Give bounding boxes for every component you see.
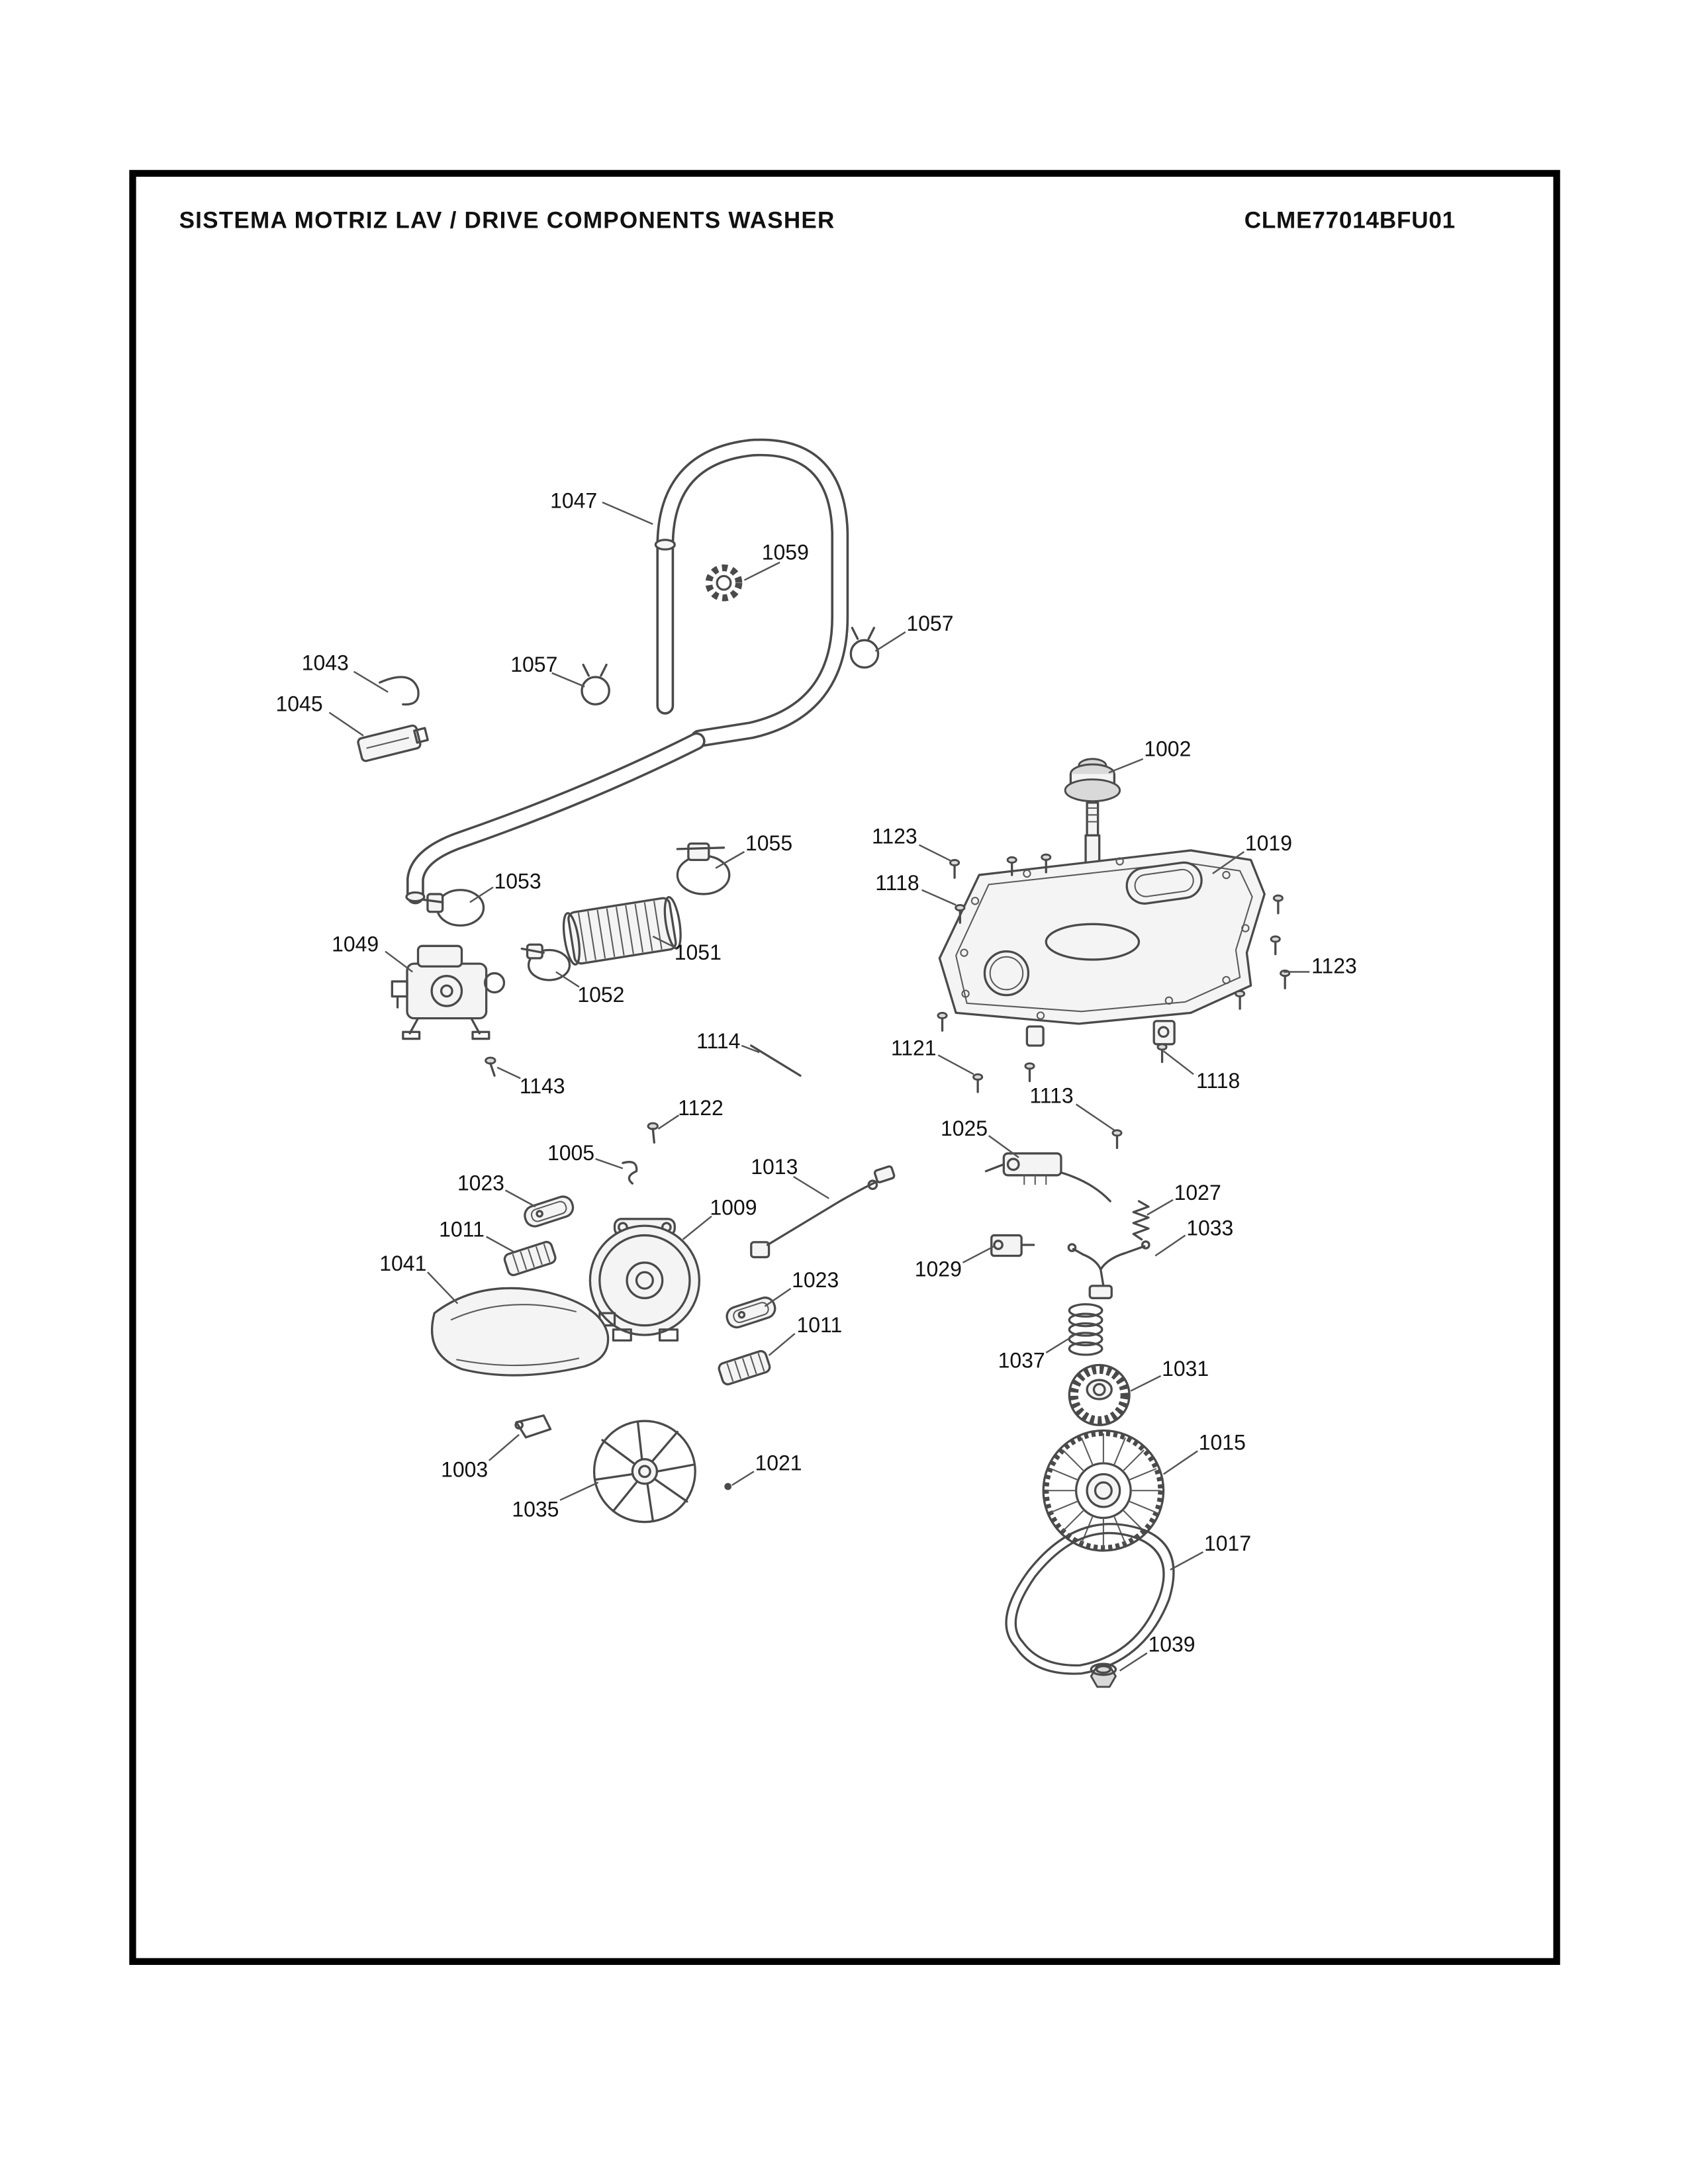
leader-lines xyxy=(328,501,1310,1672)
callout-1053: 1053 xyxy=(494,870,541,893)
inlet-block-drawing xyxy=(357,724,429,762)
page-title: SISTEMA MOTRIZ LAV / DRIVE COMPONENTS WA… xyxy=(179,207,835,233)
callout-1118-left: 1118 xyxy=(875,871,919,895)
counterweight-drawing xyxy=(431,1287,610,1377)
callout-1017: 1017 xyxy=(1204,1531,1251,1555)
drive-pulley-drawing xyxy=(1042,1429,1165,1552)
callout-1055: 1055 xyxy=(745,831,792,855)
callout-1019: 1019 xyxy=(1245,831,1292,855)
shift-fork-drawing xyxy=(1067,1240,1150,1300)
mounting-screws-drawing xyxy=(937,853,1291,1150)
transmission-plate-drawing xyxy=(938,801,1266,1047)
actuator-drawing xyxy=(990,1234,1035,1257)
callout-1023-center: 1023 xyxy=(792,1268,839,1292)
damper-1011-center-drawing xyxy=(718,1349,771,1386)
callout-1039: 1039 xyxy=(1148,1633,1195,1657)
hook-clip-drawing xyxy=(379,676,420,705)
callout-1049: 1049 xyxy=(332,933,379,956)
callout-1043: 1043 xyxy=(302,651,349,675)
corrugated-hose-drawing xyxy=(562,895,682,966)
callout-1013: 1013 xyxy=(751,1155,798,1179)
shifter-assembly-drawing xyxy=(984,1152,1111,1203)
coil-spring-drawing xyxy=(1068,1303,1103,1356)
callout-1023-left: 1023 xyxy=(457,1171,504,1195)
screw-1021-drawing xyxy=(724,1482,732,1490)
callout-labels: 1047 1059 1057 1057 1043 1045 1053 1055 … xyxy=(276,488,1357,1656)
fan-drawing xyxy=(592,1420,696,1524)
clip-1003-drawing xyxy=(514,1414,552,1439)
callout-1113: 1113 xyxy=(1029,1084,1073,1108)
callout-1009: 1009 xyxy=(710,1196,757,1220)
drive-motor-drawing xyxy=(588,1218,701,1342)
callout-1122: 1122 xyxy=(678,1096,724,1120)
bearing-cap-drawing xyxy=(1064,758,1121,803)
callout-1057-right: 1057 xyxy=(906,612,953,635)
wire-harness-drawing xyxy=(750,1165,896,1259)
callout-1037: 1037 xyxy=(998,1349,1045,1373)
callout-1123-left: 1123 xyxy=(872,825,917,848)
callout-1021: 1021 xyxy=(755,1451,802,1475)
callout-1029: 1029 xyxy=(915,1257,962,1281)
page-border xyxy=(129,169,1560,1965)
pad-1023-center-drawing xyxy=(726,1297,776,1329)
callout-1035: 1035 xyxy=(512,1497,559,1521)
drain-hose-drawing xyxy=(405,438,849,905)
callout-1143: 1143 xyxy=(520,1074,565,1098)
clamp-1052-drawing xyxy=(520,943,571,981)
pad-1023-left-drawing xyxy=(524,1195,575,1228)
callout-1015: 1015 xyxy=(1199,1430,1246,1454)
callout-1121: 1121 xyxy=(891,1036,937,1060)
callout-1027: 1027 xyxy=(1174,1181,1221,1205)
rod-1114-drawing xyxy=(750,1044,802,1077)
callout-1114: 1114 xyxy=(696,1029,740,1053)
screw-1143-drawing xyxy=(485,1056,496,1077)
damper-1011-left-drawing xyxy=(503,1240,557,1277)
drain-pump-drawing xyxy=(391,944,506,1040)
callout-1059: 1059 xyxy=(762,541,809,565)
callout-1011-center: 1011 xyxy=(797,1313,843,1337)
callout-1047: 1047 xyxy=(550,488,597,512)
spring-clamp-right-drawing xyxy=(849,627,880,669)
clutch-gear-drawing xyxy=(1068,1363,1131,1426)
callout-1031: 1031 xyxy=(1162,1357,1209,1381)
screw-1122-drawing xyxy=(647,1122,659,1144)
callout-1052: 1052 xyxy=(577,983,624,1007)
nut-drawing xyxy=(1090,1662,1117,1688)
callout-1011-left: 1011 xyxy=(439,1218,485,1242)
clip-1005-drawing xyxy=(622,1161,638,1185)
clamp-1053-drawing xyxy=(421,889,485,927)
callout-1033: 1033 xyxy=(1186,1216,1233,1240)
spring-clamp-left-drawing xyxy=(581,663,610,705)
callout-1057-left: 1057 xyxy=(510,653,557,676)
callout-1123-right: 1123 xyxy=(1311,954,1357,978)
spring-1027-drawing xyxy=(1132,1200,1150,1241)
callout-1118-right: 1118 xyxy=(1196,1069,1240,1093)
callout-1002: 1002 xyxy=(1144,737,1191,761)
callout-1051: 1051 xyxy=(675,940,722,964)
callout-1045: 1045 xyxy=(276,692,323,716)
callout-1005: 1005 xyxy=(547,1141,594,1165)
doc-id: CLME77014BFU01 xyxy=(1244,207,1456,233)
callout-1041: 1041 xyxy=(379,1251,426,1275)
clamp-1055-drawing xyxy=(676,842,731,895)
star-clamp-drawing xyxy=(705,564,743,602)
drive-belt-drawing xyxy=(1005,1523,1175,1675)
callout-1003: 1003 xyxy=(441,1458,488,1482)
callout-1025: 1025 xyxy=(941,1116,988,1140)
